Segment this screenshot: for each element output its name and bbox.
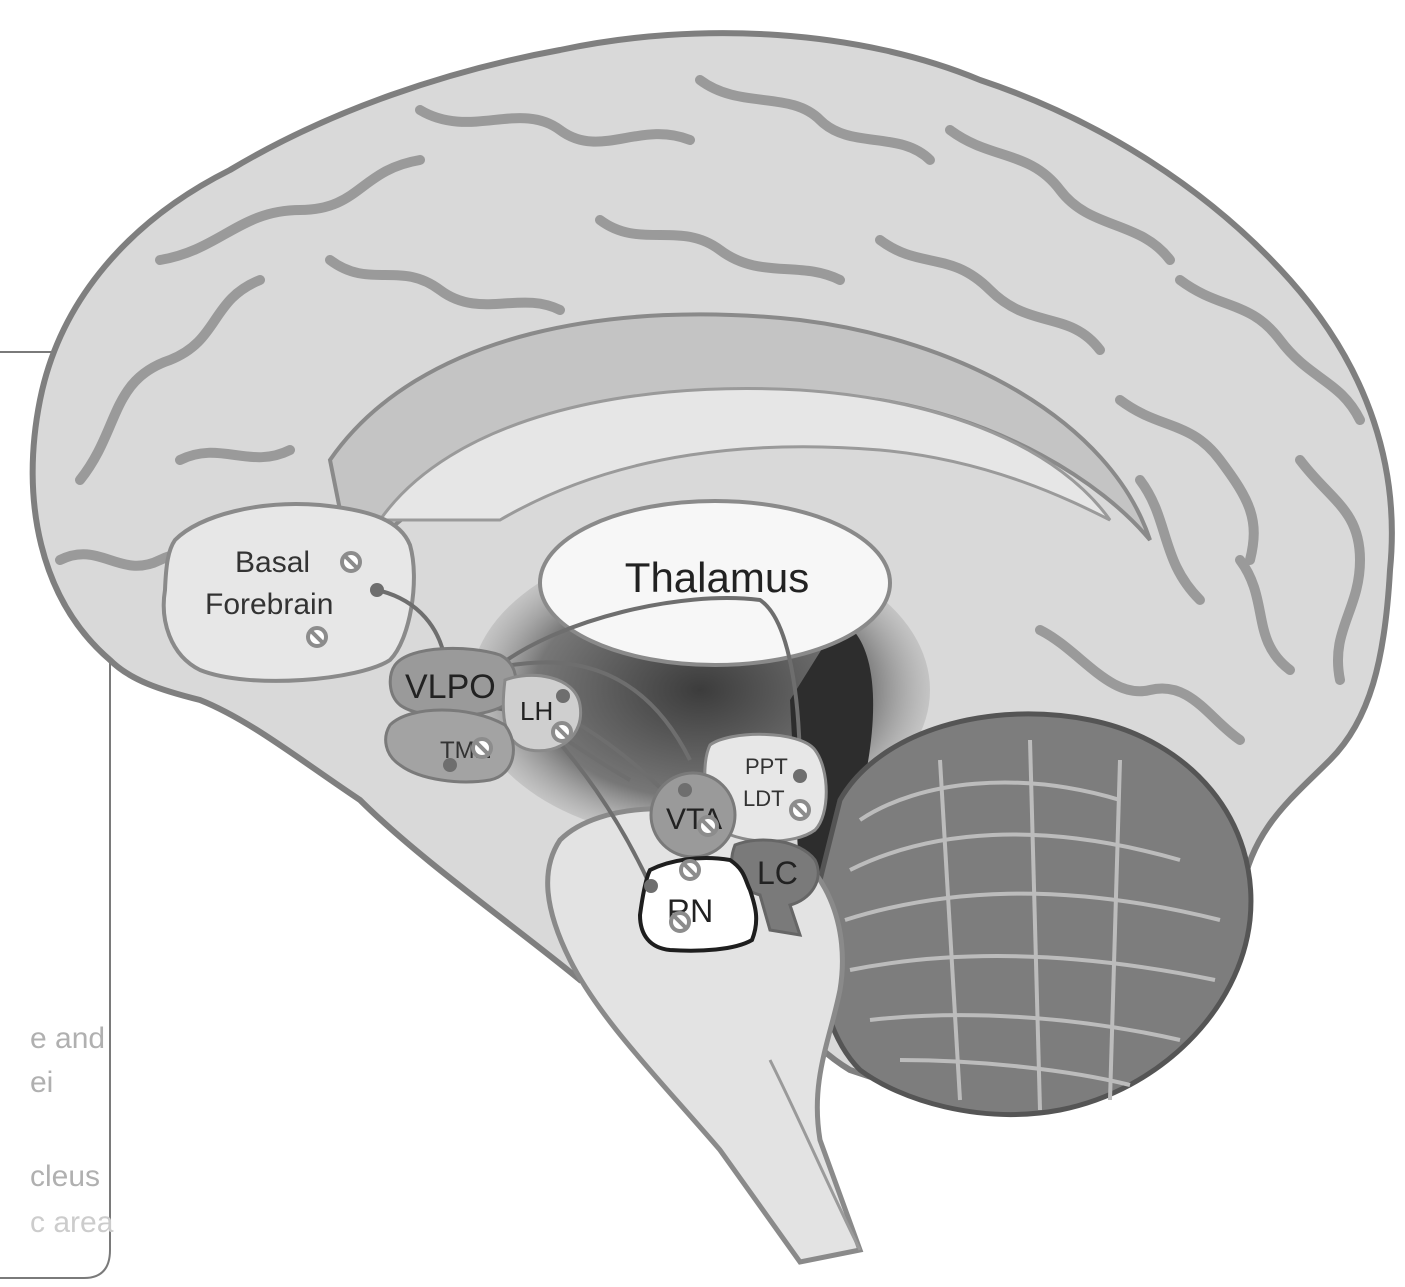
- ldt-inhibit-icon: [791, 801, 809, 819]
- legend-text-3: cleus: [30, 1160, 100, 1193]
- rn-nucleus: RN: [640, 858, 756, 951]
- thalamus-label: Thalamus: [625, 554, 809, 601]
- lh-nucleus: LH: [503, 675, 580, 750]
- lh-inhibit-icon: [553, 723, 571, 741]
- vta-nucleus: VTA: [651, 773, 735, 857]
- vlpo-label: VLPO: [405, 668, 496, 706]
- basal-inhibit-icon: [342, 553, 360, 571]
- thalamus: Thalamus: [540, 501, 890, 665]
- legend-text-4: c area: [30, 1206, 114, 1239]
- terminal-dot-icon: [443, 758, 457, 772]
- tmn-inhibit-icon: [473, 739, 491, 757]
- terminal-dot-icon: [793, 769, 807, 783]
- forebrain-label: Forebrain: [205, 588, 333, 621]
- ppt-label: PPT: [745, 754, 788, 779]
- lh-label: LH: [520, 696, 553, 726]
- terminal-dot-icon: [644, 879, 658, 893]
- legend-text-1: e and: [30, 1022, 105, 1055]
- vta-inhibit-icon: [699, 817, 717, 835]
- terminal-dot-icon: [678, 783, 692, 797]
- basal-forebrain-nucleus: Basal Forebrain: [164, 504, 414, 681]
- rn-inhibit-icon-2: [671, 913, 689, 931]
- forebrain-inhibit-icon: [308, 628, 326, 646]
- legend-text-2: ei: [30, 1066, 53, 1099]
- vlpo-nucleus: VLPO: [390, 648, 515, 716]
- lc-label: LC: [757, 855, 798, 891]
- basal-label: Basal: [235, 546, 310, 579]
- cerebellum: [816, 714, 1251, 1115]
- terminal-dot-icon: [556, 689, 570, 703]
- ldt-label: LDT: [743, 786, 785, 811]
- rn-inhibit-icon: [681, 861, 699, 879]
